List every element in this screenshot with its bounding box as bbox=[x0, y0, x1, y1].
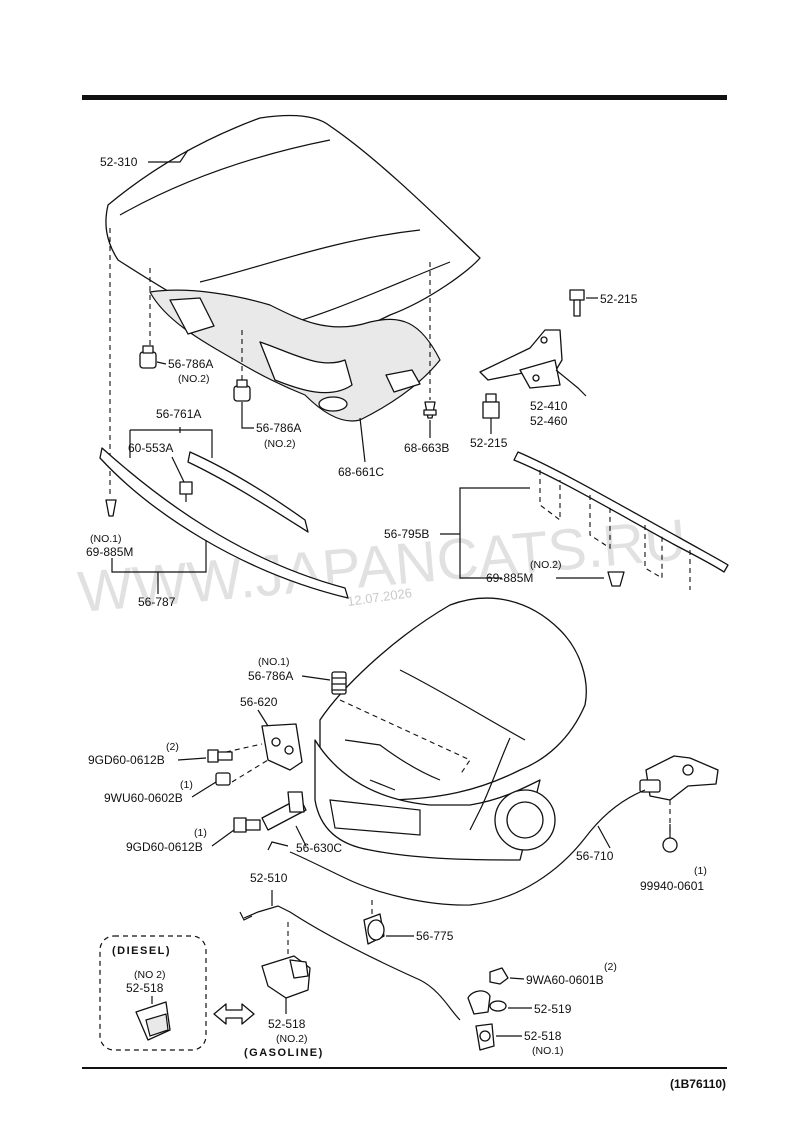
hood-lock bbox=[261, 955, 311, 999]
hood-bumper-icon bbox=[233, 379, 251, 402]
hood-insulator bbox=[149, 289, 441, 422]
label-60-553A: 60-553A bbox=[128, 441, 173, 455]
lock-rod bbox=[243, 905, 461, 1021]
label-9GD60-0612B-bot-qty: (1) bbox=[194, 827, 207, 839]
nut-icon bbox=[489, 967, 509, 985]
hood-bumper-icon bbox=[139, 345, 157, 369]
clip-icon bbox=[607, 571, 625, 587]
bracket-56-761A bbox=[129, 429, 213, 458]
release-handle bbox=[639, 755, 719, 801]
clip-icon bbox=[423, 401, 437, 419]
hood-hinge bbox=[479, 329, 563, 389]
rod-clip bbox=[475, 1023, 495, 1051]
label-56-786A-c: 56-786A bbox=[248, 669, 293, 683]
label-99940-0601-qty: (1) bbox=[694, 865, 707, 877]
label-52-518-r-note: (NO.1) bbox=[532, 1045, 564, 1057]
latch-bracket bbox=[261, 791, 307, 831]
label-56-795B: 56-795B bbox=[384, 527, 429, 541]
label-52-518-gas: 52-518 bbox=[268, 1017, 306, 1031]
label-9GD60-0612B-top: 9GD60-0612B bbox=[88, 753, 165, 767]
bracket-56-787 bbox=[111, 540, 207, 594]
label-56-710: 56-710 bbox=[576, 849, 614, 863]
top-rule bbox=[82, 95, 727, 100]
hood-seal-front bbox=[99, 447, 349, 599]
label-9GD60-0612B-top-qty: (2) bbox=[166, 741, 179, 753]
label-52-510: 52-510 bbox=[250, 871, 288, 885]
label-69-885M-right-note: (NO.2) bbox=[530, 559, 562, 571]
label-52-519: 52-519 bbox=[534, 1002, 572, 1016]
label-9WA60-0601B-qty: (2) bbox=[604, 961, 617, 973]
label-56-787: 56-787 bbox=[138, 595, 176, 609]
label-9WA60-0601B: 9WA60-0601B bbox=[526, 973, 604, 987]
bolt-icon bbox=[482, 393, 500, 419]
clip-icon bbox=[105, 499, 117, 517]
cable-clamp bbox=[363, 913, 385, 945]
label-68-663B: 68-663B bbox=[404, 441, 449, 455]
label-99940-0601: 99940-0601 bbox=[640, 879, 704, 893]
label-gasoline: (GASOLINE) bbox=[244, 1047, 324, 1059]
label-52-215-bot: 52-215 bbox=[470, 436, 508, 450]
hood-latch bbox=[261, 723, 303, 771]
label-diesel: (DIESEL) bbox=[112, 945, 171, 957]
label-52-518-r: 52-518 bbox=[524, 1029, 562, 1043]
car-front-body bbox=[314, 597, 587, 861]
hood-bumper-icon bbox=[331, 671, 347, 695]
label-56-786A-b-note: (NO.2) bbox=[264, 438, 296, 450]
rod-holder bbox=[467, 990, 507, 1015]
diesel-variant-box: (DIESEL) (NO 2) 52-518 bbox=[99, 935, 207, 1051]
interchange-arrow-icon bbox=[213, 1003, 255, 1025]
clip-icon bbox=[179, 481, 193, 502]
label-9WU60-0602B: 9WU60-0602B bbox=[104, 791, 183, 805]
bolt-icon bbox=[233, 817, 261, 833]
label-56-786A-c-note: (NO.1) bbox=[258, 656, 290, 668]
bolt-icon bbox=[569, 289, 585, 317]
release-cable bbox=[289, 789, 646, 906]
label-56-786A-b: 56-786A bbox=[256, 421, 301, 435]
label-56-761A: 56-761A bbox=[156, 407, 201, 421]
weatherstrip bbox=[513, 451, 729, 573]
bottom-rule bbox=[82, 1067, 727, 1069]
nut-icon bbox=[215, 772, 231, 786]
label-56-786A-a-note: (NO.2) bbox=[178, 373, 210, 385]
hood-seal-upper bbox=[187, 451, 309, 533]
label-9WU60-0602B-qty: (1) bbox=[180, 779, 193, 791]
label-69-885M-left-note: (NO.1) bbox=[90, 533, 122, 545]
label-9GD60-0612B-bot: 9GD60-0612B bbox=[126, 840, 203, 854]
label-56-775: 56-775 bbox=[416, 929, 454, 943]
label-56-620: 56-620 bbox=[240, 695, 278, 709]
label-52-310: 52-310 bbox=[100, 155, 138, 169]
label-52-460: 52-460 bbox=[530, 414, 568, 428]
label-56-786A-a: 56-786A bbox=[168, 357, 213, 371]
label-diesel-part: 52-518 bbox=[126, 981, 164, 995]
bolt-icon bbox=[207, 749, 233, 763]
bracket-56-795B bbox=[459, 487, 530, 579]
label-52-518-gas-note: (NO.2) bbox=[276, 1033, 308, 1045]
label-diesel-note: (NO 2) bbox=[134, 969, 166, 981]
label-56-630C: 56-630C bbox=[296, 841, 342, 855]
label-52-215-top: 52-215 bbox=[600, 292, 638, 306]
label-68-661C: 68-661C bbox=[338, 465, 384, 479]
label-52-410: 52-410 bbox=[530, 399, 568, 413]
label-69-885M-right: 69-885M bbox=[486, 571, 533, 585]
figure-code: (1B76110) bbox=[670, 1077, 726, 1091]
label-69-885M-left: 69-885M bbox=[86, 545, 133, 559]
